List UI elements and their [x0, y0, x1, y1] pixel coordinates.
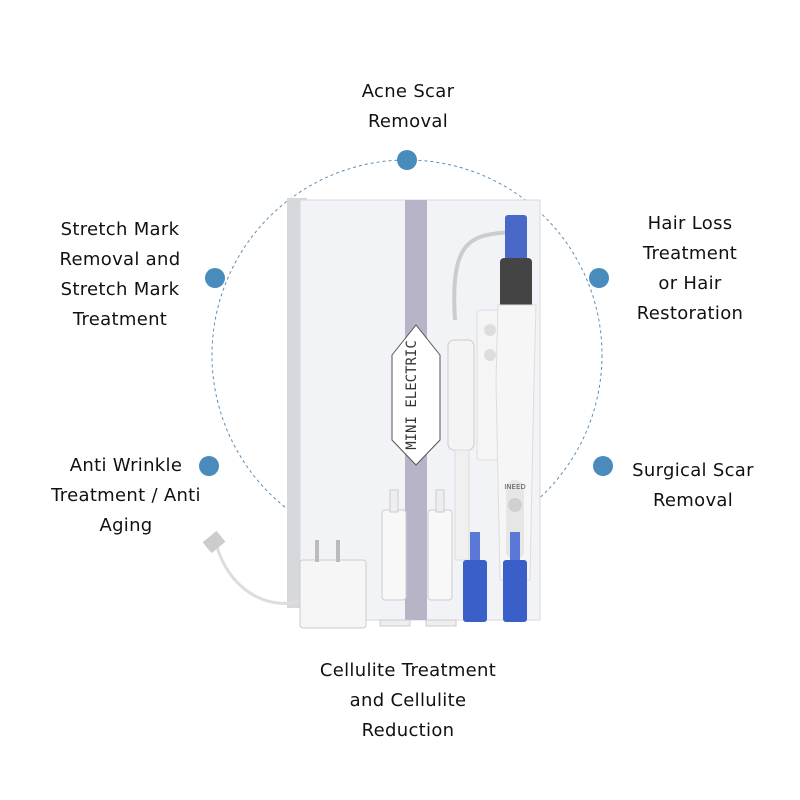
- needle-cartridges: [463, 532, 527, 622]
- marker-dot: [589, 268, 609, 288]
- syringe-right: [425, 489, 457, 627]
- marker-dot: [199, 456, 219, 476]
- power-adapter: [202, 530, 367, 629]
- tube: [452, 230, 511, 321]
- label-surgical-scar: Surgical Scar Removal: [632, 460, 754, 511]
- marker-dot: [205, 268, 225, 288]
- label-acne-scar-removal: Acne Scar Removal: [361, 81, 455, 132]
- box-logo: MINI ELECTRIC: [404, 340, 420, 450]
- microneedling-pen: INEED: [476, 215, 537, 581]
- label-anti-wrinkle: Anti Wrinkle Treatment / Anti Aging: [51, 455, 201, 536]
- marker-dot: [397, 150, 417, 170]
- label-cellulite: Cellulite Treatment and Cellulite Reduct…: [319, 660, 497, 741]
- syringe-left: [379, 489, 411, 627]
- marker-dot: [593, 456, 613, 476]
- marker-dots: [199, 150, 613, 476]
- pen-brand: INEED: [504, 483, 526, 491]
- label-stretch-mark: Stretch Mark Removal and Stretch Mark Tr…: [59, 219, 181, 330]
- pen-syringe: [447, 339, 475, 451]
- label-hair-loss: Hair Loss Treatment or Hair Restoration: [636, 213, 744, 324]
